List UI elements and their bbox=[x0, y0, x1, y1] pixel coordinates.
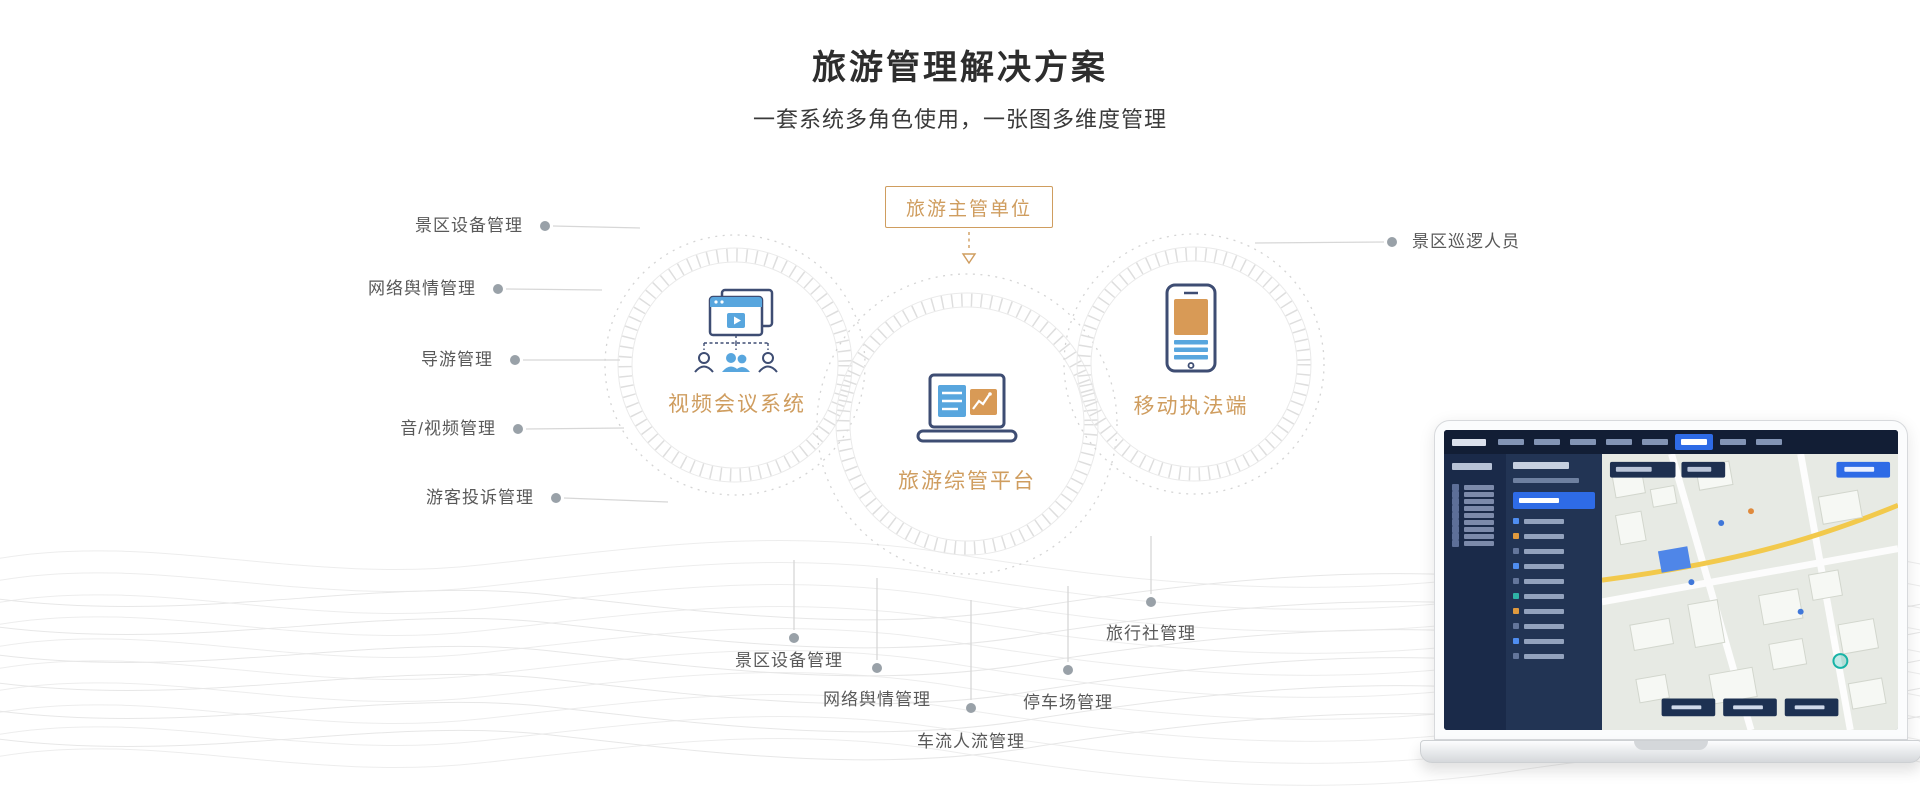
mobile-enforcement-icon bbox=[1165, 283, 1217, 373]
node-label-mobile-enforcement: 移动执法端 bbox=[1133, 395, 1249, 418]
dashboard-map-area bbox=[1602, 454, 1898, 730]
authority-label: 旅游主管单位 bbox=[905, 198, 1032, 220]
bottom-label-3: 车流人流管理 bbox=[917, 732, 1025, 751]
panel-row bbox=[1513, 608, 1595, 614]
dashboard-nav-items bbox=[1498, 439, 1668, 445]
panel-row bbox=[1513, 518, 1595, 524]
dashboard-topnav bbox=[1444, 430, 1898, 454]
dashboard-sidebar-secondary bbox=[1506, 454, 1602, 730]
sidebar-header-bar bbox=[1452, 463, 1492, 470]
left-label-2: 网络舆情管理 bbox=[368, 279, 476, 298]
map-teal-marker bbox=[1832, 653, 1849, 669]
map-bottom-buttons bbox=[1661, 698, 1839, 717]
panel-row bbox=[1513, 638, 1595, 644]
panel-row bbox=[1513, 653, 1595, 659]
page-subtitle: 一套系统多角色使用，一张图多维度管理 bbox=[752, 107, 1168, 132]
map-top-controls bbox=[1609, 461, 1891, 478]
laptop-mockup bbox=[1420, 420, 1920, 766]
node-label-video-conference: 视频会议系统 bbox=[668, 393, 806, 416]
page-title: 旅游管理解决方案 bbox=[812, 49, 1108, 87]
right-label-1: 景区巡逻人员 bbox=[1412, 232, 1520, 251]
dashboard-preview bbox=[1444, 430, 1898, 730]
laptop-screen bbox=[1434, 420, 1908, 740]
dashboard-logo bbox=[1452, 438, 1486, 446]
bottom-label-5: 旅行社管理 bbox=[1106, 624, 1196, 643]
map-3d-view bbox=[1602, 454, 1898, 730]
left-label-3: 导游管理 bbox=[421, 350, 493, 369]
panel-row bbox=[1513, 533, 1595, 539]
management-platform-icon bbox=[916, 373, 1018, 443]
panel-active-row bbox=[1513, 492, 1595, 509]
bottom-label-1: 景区设备管理 bbox=[735, 651, 843, 670]
connector-lines bbox=[505, 225, 1385, 700]
node-label-management-platform: 旅游综管平台 bbox=[898, 470, 1036, 493]
sidebar-menu-rows bbox=[1452, 484, 1498, 547]
dashboard-body bbox=[1444, 454, 1898, 730]
laptop-base-notch bbox=[1634, 741, 1708, 750]
left-label-4: 音/视频管理 bbox=[400, 419, 496, 438]
panel-row bbox=[1513, 578, 1595, 584]
left-label-1: 景区设备管理 bbox=[415, 216, 523, 235]
connector-dots bbox=[493, 221, 1397, 713]
map-orange-marker bbox=[1748, 508, 1754, 515]
laptop-base bbox=[1420, 740, 1920, 763]
bottom-label-4: 停车场管理 bbox=[1023, 693, 1113, 712]
panel-row bbox=[1513, 623, 1595, 629]
video-conference-icon bbox=[694, 288, 778, 373]
panel-subheader-bar bbox=[1513, 478, 1579, 483]
panel-row bbox=[1513, 548, 1595, 554]
bottom-label-2: 网络舆情管理 bbox=[823, 690, 931, 709]
flow-arrow-icon bbox=[961, 232, 977, 265]
left-label-5: 游客投诉管理 bbox=[426, 488, 534, 507]
panel-row bbox=[1513, 593, 1595, 599]
panel-header-bar bbox=[1513, 462, 1569, 469]
authority-box: 旅游主管单位 bbox=[885, 186, 1053, 228]
dashboard-nav-items-right bbox=[1720, 439, 1782, 445]
panel-row bbox=[1513, 563, 1595, 569]
dashboard-nav-active-item bbox=[1675, 434, 1713, 450]
dashboard-sidebar-primary bbox=[1444, 454, 1506, 730]
